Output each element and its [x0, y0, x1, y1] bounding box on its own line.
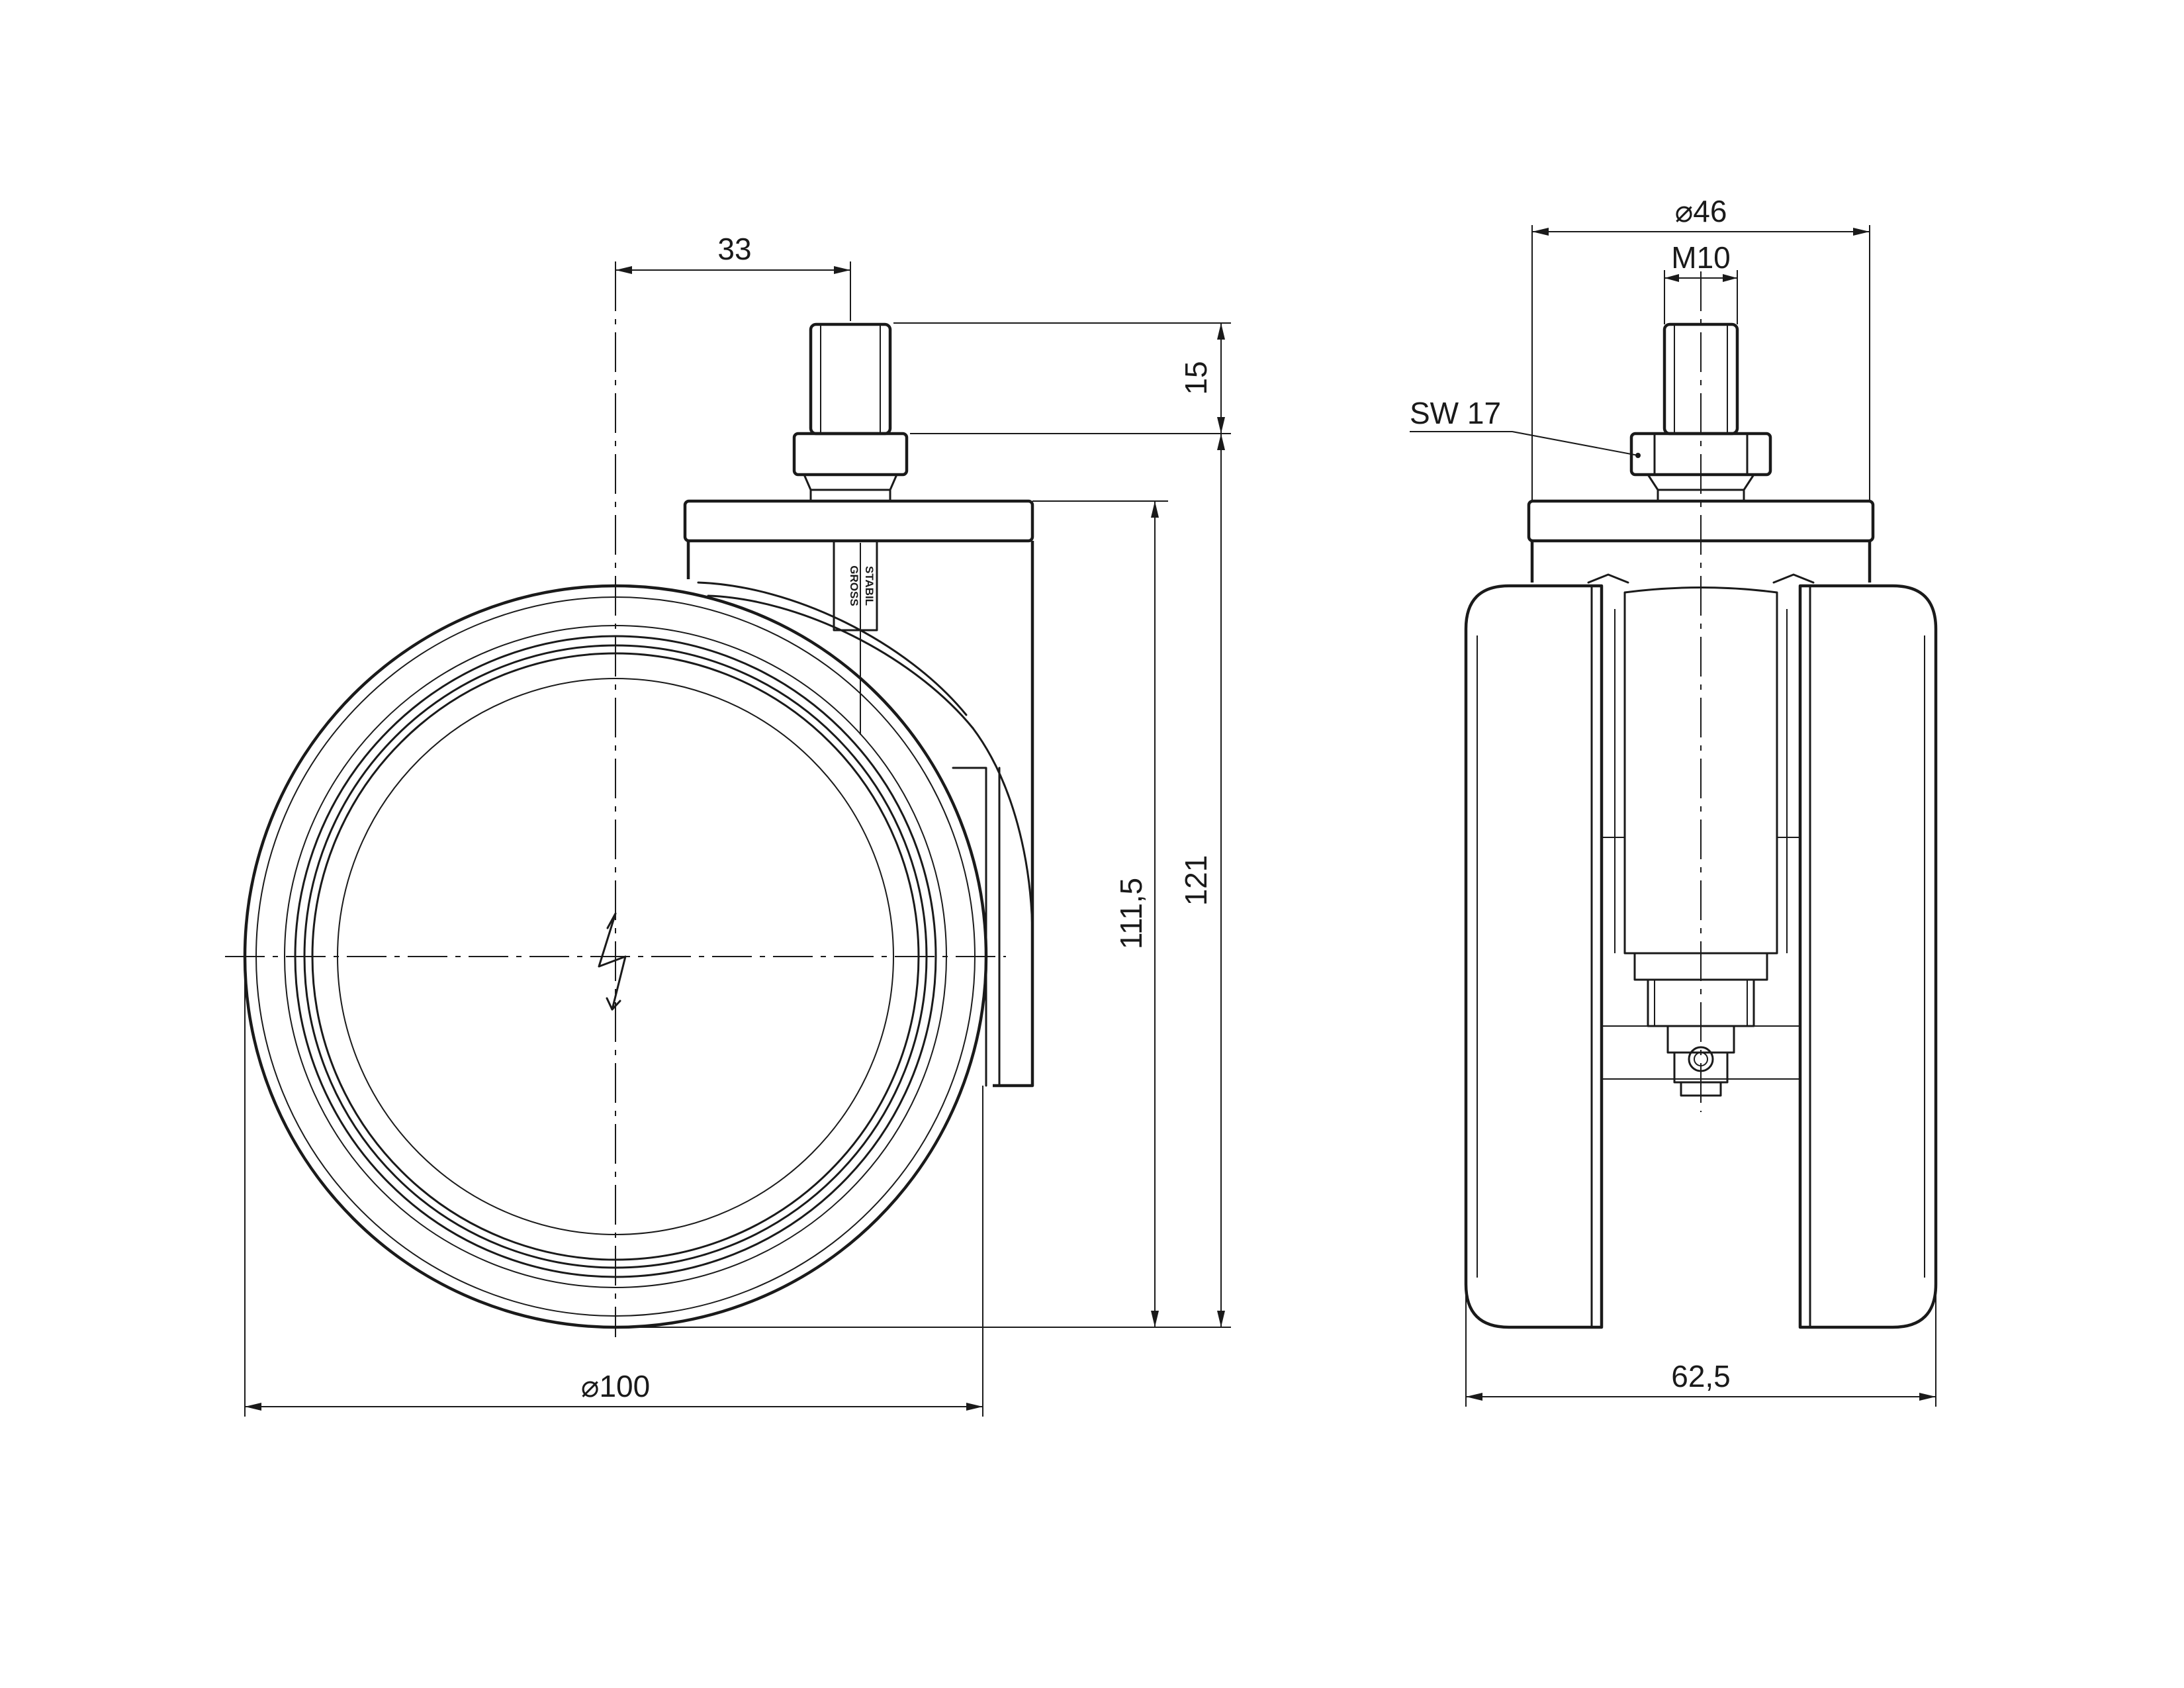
front-view: ⌀46 M10 SW 17 62,5: [1410, 194, 1938, 1407]
dim-wrench: SW 17: [1410, 396, 1641, 458]
dim-wheel-diameter: ⌀100: [244, 957, 983, 1417]
dim-total-height: 121: [1179, 434, 1225, 1327]
logo-line1: GROSS: [848, 565, 860, 606]
side-view: GROSS STABIL 33: [225, 232, 1231, 1417]
dim-stem: 15: [893, 322, 1231, 434]
dim-wheel-diameter-label: ⌀100: [581, 1369, 650, 1403]
dim-housing-diameter: ⌀46: [1531, 194, 1870, 501]
dim-thread-label: M10: [1671, 240, 1730, 275]
stem-side: [792, 322, 909, 502]
dim-wrench-label: SW 17: [1410, 396, 1501, 430]
dim-overall-width-label: 62,5: [1671, 1359, 1731, 1393]
dim-offset: 33: [615, 232, 851, 321]
dim-housing-diameter-label: ⌀46: [1675, 194, 1727, 228]
dim-offset-label: 33: [717, 232, 751, 266]
housing-side: GROSS STABIL: [683, 499, 1034, 1088]
dim-thread: M10: [1664, 240, 1738, 324]
dim-body-height-label: 111,5: [1114, 878, 1148, 949]
wheel-right: [1798, 584, 1938, 1329]
dim-body-height: 111,5: [615, 500, 1231, 1328]
dim-overall-width: 62,5: [1465, 1288, 1936, 1407]
lightning-bolt-icon: [598, 912, 627, 1011]
wheel-left: [1464, 584, 1604, 1329]
dim-total-height-label: 121: [1179, 855, 1213, 906]
dim-stem-label: 15: [1179, 361, 1213, 395]
logo-line2: STABIL: [863, 566, 876, 606]
